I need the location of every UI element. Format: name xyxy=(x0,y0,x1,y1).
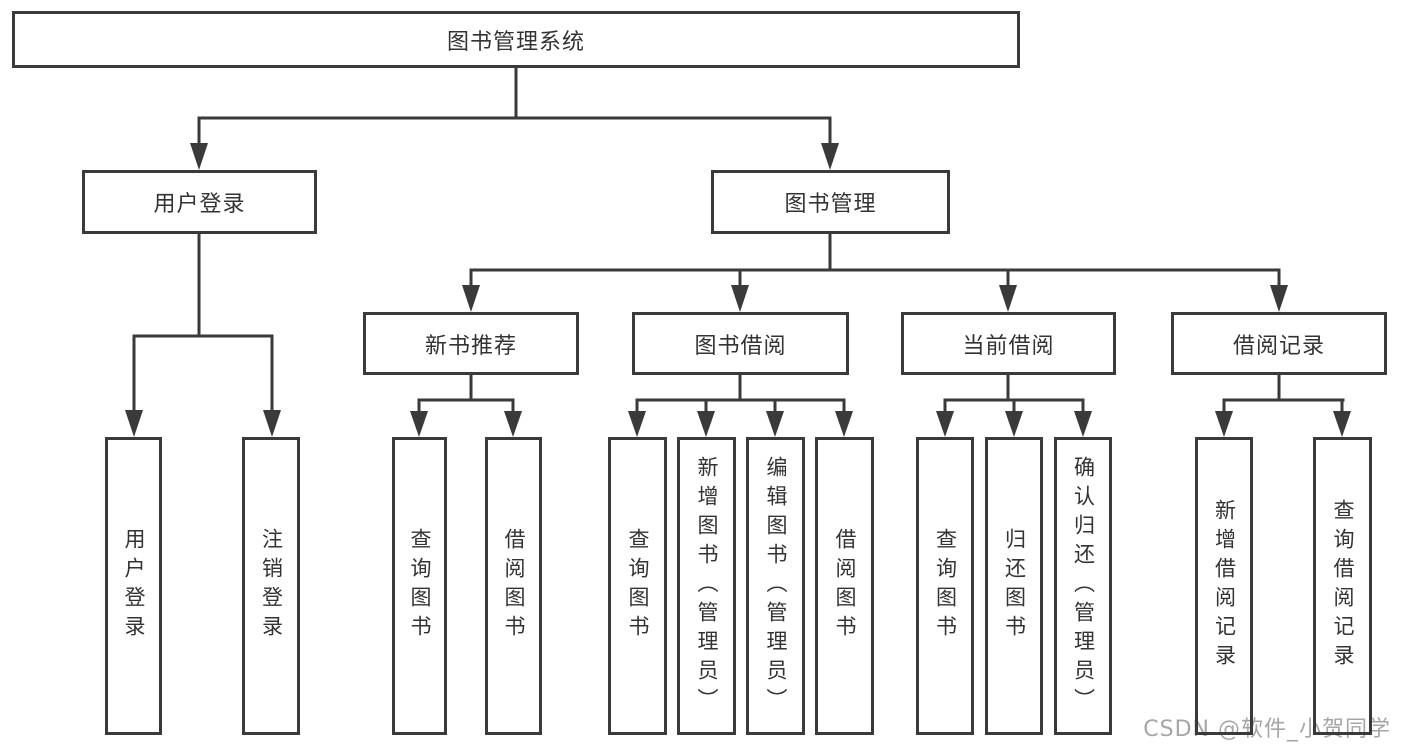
leaf-label: 注销登录 xyxy=(259,528,284,644)
leaf-query-books-current: 查询图书 xyxy=(916,437,974,735)
leaf-query-books-recommend: 查询图书 xyxy=(392,437,447,735)
leaf-logout: 注销登录 xyxy=(242,437,300,735)
leaf-return-books: 归还图书 xyxy=(985,437,1043,735)
node-label: 图书借阅 xyxy=(694,333,787,359)
connector-mgmt-to-level3 xyxy=(462,234,1288,312)
leaf-label: 查询图书 xyxy=(626,528,650,644)
leaf-label: 编辑图书（管理员） xyxy=(764,455,788,717)
node-label: 新书推荐 xyxy=(424,333,517,359)
leaf-label: 确认归还（管理员） xyxy=(1071,455,1096,717)
connector-borrow-to-leaves xyxy=(628,375,853,437)
leaf-query-borrow-record: 查询借阅记录 xyxy=(1313,437,1372,735)
leaf-label: 用户登录 xyxy=(122,528,146,644)
leaf-label: 新增图书（管理员） xyxy=(695,455,719,717)
leaf-label: 归还图书 xyxy=(1002,528,1027,644)
leaf-label: 借阅图书 xyxy=(502,528,526,644)
node-label: 用户登录 xyxy=(153,192,246,217)
connector-records-to-leaves xyxy=(1215,375,1351,437)
leaf-label: 借阅图书 xyxy=(833,528,857,644)
node-root-book-management-system: 图书管理系统 xyxy=(12,11,1020,68)
connector-current-to-leaves xyxy=(936,375,1092,437)
leaf-user-login: 用户登录 xyxy=(105,437,162,735)
node-current-borrow: 当前借阅 xyxy=(901,312,1116,375)
leaf-label: 查询图书 xyxy=(933,528,958,644)
node-book-borrow: 图书借阅 xyxy=(632,312,849,375)
node-user-login: 用户登录 xyxy=(82,170,317,234)
leaf-confirm-return-admin: 确认归还（管理员） xyxy=(1054,437,1112,735)
leaf-label: 查询借阅记录 xyxy=(1331,499,1355,673)
node-label: 图书管理系统 xyxy=(446,29,585,55)
node-book-management: 图书管理 xyxy=(711,170,950,234)
node-label: 借阅记录 xyxy=(1232,333,1325,359)
leaf-add-books-admin: 新增图书（管理员） xyxy=(677,437,736,735)
leaf-query-books-borrow: 查询图书 xyxy=(608,437,667,735)
connector-root-to-level2 xyxy=(190,68,839,170)
leaf-label: 查询图书 xyxy=(408,528,432,644)
csdn-watermark: CSDN @软件_小贺同学 xyxy=(1143,717,1391,742)
leaf-add-borrow-record: 新增借阅记录 xyxy=(1195,437,1253,735)
connector-recommend-to-leaves xyxy=(410,375,522,437)
node-label: 图书管理 xyxy=(784,192,877,217)
leaf-label: 新增借阅记录 xyxy=(1212,499,1237,673)
node-borrow-records: 借阅记录 xyxy=(1171,312,1387,375)
node-label: 当前借阅 xyxy=(962,333,1055,359)
node-new-book-recommend: 新书推荐 xyxy=(363,312,579,375)
connector-login-to-leaves xyxy=(125,234,281,437)
leaf-borrow-books: 借阅图书 xyxy=(815,437,874,735)
leaf-borrow-books-recommend: 借阅图书 xyxy=(485,437,542,735)
leaf-edit-books-admin: 编辑图书（管理员） xyxy=(746,437,805,735)
